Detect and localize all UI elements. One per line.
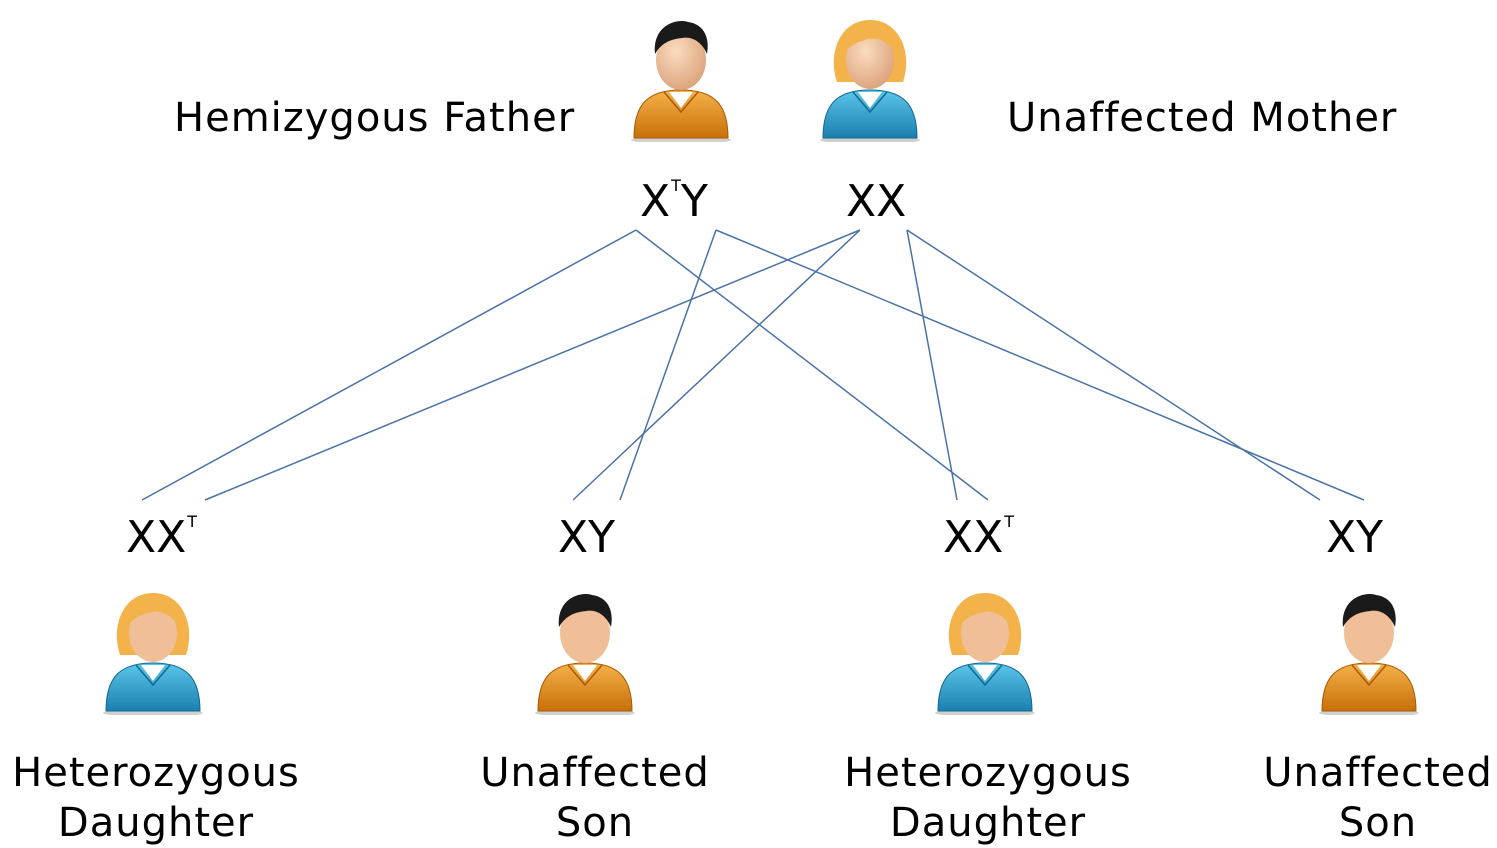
child3-label-line1: Heterozygous	[844, 750, 1132, 796]
child1-label: Heterozygous Daughter	[0, 748, 316, 848]
child4-label-line1: Unaffected	[1263, 750, 1493, 796]
child2-genotype: XY	[558, 512, 616, 563]
child2-label-line2: Son	[555, 800, 635, 846]
female-person-icon	[98, 585, 208, 717]
mother-label: Unaffected Mother	[1007, 95, 1398, 141]
line-father-x-to-daughter1	[141, 229, 637, 501]
line-father-y-to-son2	[715, 229, 1365, 501]
child2-label: Unaffected Son	[435, 748, 755, 848]
father-label: Hemizygous Father	[174, 95, 576, 141]
line-mother-x1-to-daughter1	[204, 229, 861, 501]
female-person-icon	[930, 585, 1040, 717]
child4-label-line2: Son	[1338, 800, 1418, 846]
child1-genotype: XXT	[126, 512, 198, 563]
child3-label: Heterozygous Daughter	[828, 748, 1148, 848]
male-person-icon	[1314, 585, 1424, 717]
child1-label-line2: Daughter	[57, 800, 255, 846]
child2-label-line1: Unaffected	[480, 750, 710, 796]
line-mother-x2-to-daughter2	[906, 229, 958, 501]
child3-label-line2: Daughter	[889, 800, 1087, 846]
child3-genotype: XXT	[943, 512, 1015, 563]
line-father-y-to-son1	[619, 229, 717, 501]
line-mother-x1-to-son1	[572, 229, 861, 501]
line-mother-x2-to-son2	[906, 229, 1321, 501]
father-genotype: XTY	[640, 176, 708, 227]
female-person-icon	[815, 12, 925, 144]
male-person-icon	[626, 12, 736, 144]
child4-genotype: XY	[1326, 512, 1384, 563]
male-person-icon	[530, 585, 640, 717]
child1-label-line1: Heterozygous	[12, 750, 300, 796]
mother-genotype: XX	[846, 176, 907, 227]
line-father-x-to-daughter2	[635, 229, 989, 501]
child4-label: Unaffected Son	[1218, 748, 1497, 848]
